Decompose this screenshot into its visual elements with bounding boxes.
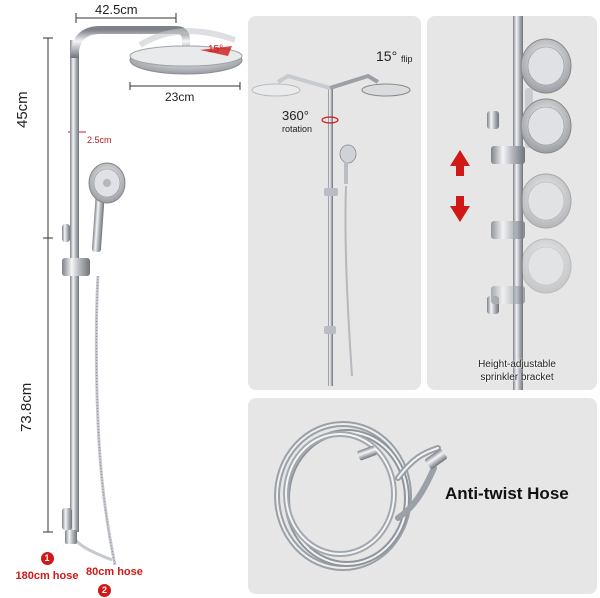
- bracket-illustration: [450, 16, 572, 390]
- bracket-caption: Height-adjustable sprinkler bracket: [457, 358, 577, 384]
- hose2-badge: 2: [98, 584, 111, 597]
- hose-coil-illustration: [274, 421, 447, 571]
- bracket-caption-line2: sprinkler bracket: [480, 372, 554, 383]
- hose-title: Anti-twist Hose: [445, 484, 569, 503]
- slider-bracket: [62, 258, 90, 276]
- pipe-diameter-label: 2.5cm: [87, 135, 112, 145]
- bracket-panel: Height-adjustable sprinkler bracket: [427, 16, 597, 390]
- hose-panel: Anti-twist Hose: [248, 398, 597, 594]
- width-label: 42.5cm: [95, 2, 138, 17]
- adjust-arrows: [450, 150, 470, 222]
- hose2-callout: 80cm hose 2: [86, 562, 176, 598]
- hose1-label: 180cm hose: [15, 570, 79, 582]
- flip-word: flip: [401, 54, 413, 64]
- wall-outlet: [62, 508, 72, 530]
- height-dimension-bottom: [43, 238, 53, 533]
- shower-system-diagram: [43, 13, 243, 566]
- hose1-badge: 1: [40, 552, 54, 565]
- hand-shower: [88, 162, 126, 253]
- flip-value: 15°: [376, 48, 398, 64]
- hose2-label: 80cm hose: [86, 566, 143, 578]
- head-dimension: [129, 82, 241, 90]
- rotation-illustration: [251, 73, 411, 386]
- rotation-value: 360°: [282, 108, 309, 123]
- width-dimension: [75, 13, 177, 23]
- head-diameter-label: 23cm: [165, 90, 195, 104]
- angle-marker: [200, 46, 232, 56]
- bracket-caption-line1: Height-adjustable: [478, 359, 556, 370]
- rotation-panel: 360° rotation 15° flip: [248, 16, 421, 390]
- rotation-word: rotation: [282, 124, 313, 134]
- height-dimension-top: [43, 37, 53, 239]
- height-top-label: 45cm: [14, 91, 31, 128]
- riser-pipe: [70, 40, 79, 532]
- angle-label: 15°: [208, 44, 224, 55]
- hose1-callout: 1 180cm hose: [2, 548, 92, 584]
- height-bottom-label: 73.8cm: [18, 382, 35, 432]
- wall-bracket-upper: [62, 224, 70, 242]
